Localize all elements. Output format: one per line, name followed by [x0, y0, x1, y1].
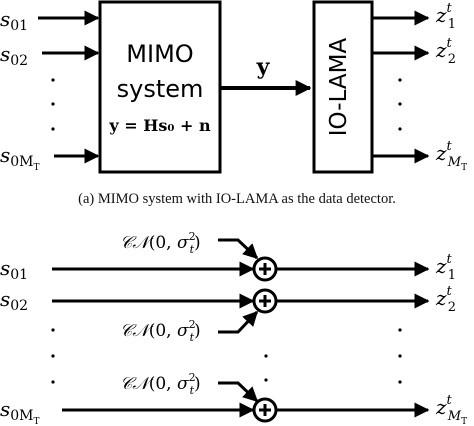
bottom-input-label-2: s02	[0, 287, 28, 314]
mimo-box-line2: system	[117, 75, 204, 103]
signal-label-y: y	[256, 54, 271, 80]
figure-caption-a: (a) MIMO system with IO-LAMA as the data…	[78, 191, 396, 207]
top-input-label-1: s01	[0, 7, 28, 34]
mimo-box-line1: MIMO	[126, 40, 193, 68]
mimo-system-box	[98, 0, 222, 174]
noise-arrow-1	[218, 238, 259, 260]
io-lama-label: IO-LAMA	[326, 37, 352, 136]
io-lama-box	[312, 0, 374, 174]
adder-3	[252, 397, 278, 423]
mimo-box-equation: y = Hs₀ + n	[108, 116, 211, 135]
noise-arrow-3	[218, 381, 259, 403]
adder-2	[252, 288, 278, 314]
top-input-label-2: s02	[0, 42, 28, 69]
top-input-ellipsis	[51, 78, 55, 131]
bottom-ellipsis	[51, 328, 402, 384]
noise-arrow-2	[218, 310, 259, 334]
top-input-label-3: s0MT	[0, 143, 40, 173]
bottom-input-label-1: s01	[0, 256, 28, 283]
bottom-input-label-3: s0MT	[0, 397, 40, 426]
adder-1	[252, 256, 278, 282]
top-output-ellipsis	[398, 78, 402, 131]
